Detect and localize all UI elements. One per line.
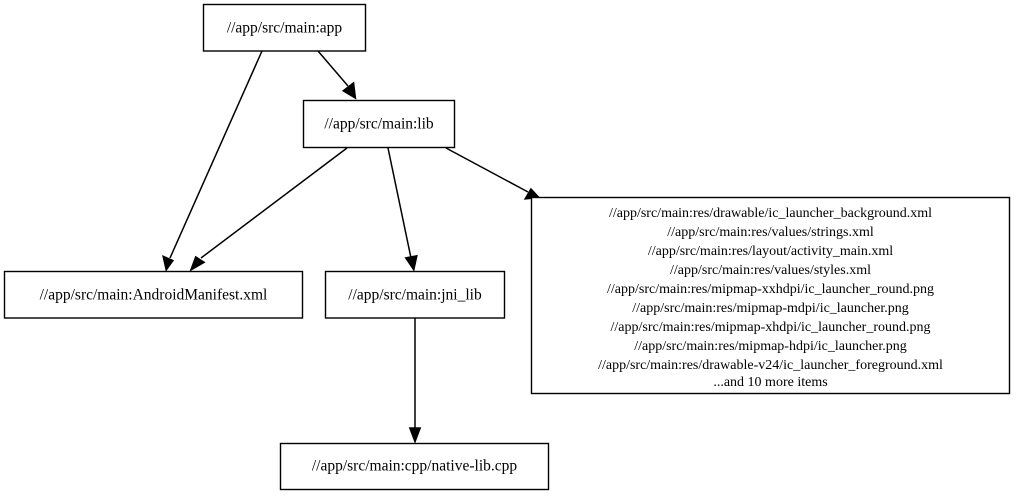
node-label: //app/src/main:cpp/native-lib.cpp [312, 458, 518, 475]
node-label: //app/src/main:jni_lib [348, 287, 482, 304]
resources-line: //app/src/main:res/mipmap-hdpi/ic_launch… [634, 339, 907, 354]
node-box[interactable] [3, 270, 304, 319]
node-label: //app/src/main:app [227, 20, 343, 37]
node-android-manifest[interactable]: //app/src/main:AndroidManifest.xml [3, 270, 304, 319]
arrowhead-icon [341, 81, 357, 100]
resources-line: //app/src/main:res/drawable/ic_launcher_… [609, 206, 932, 221]
resources-line: //app/src/main:res/values/strings.xml [667, 225, 874, 240]
resources-more-items: ...and 10 more items [713, 375, 827, 390]
edge-lib-to-manifest [189, 147, 348, 272]
resources-line: //app/src/main:res/drawable-v24/ic_launc… [598, 358, 943, 373]
arrowhead-icon [404, 254, 418, 272]
arrowhead-icon [189, 255, 206, 272]
resources-line: //app/src/main:res/layout/activity_main.… [648, 244, 893, 259]
resources-line: //app/src/main:res/mipmap-xhdpi/ic_launc… [611, 320, 931, 335]
resources-line: //app/src/main:res/mipmap-xxhdpi/ic_laun… [607, 282, 934, 297]
node-box[interactable] [202, 3, 367, 52]
resources-line: //app/src/main:res/mipmap-mdpi/ic_launch… [632, 301, 908, 316]
edge-lib-to-jni-lib [387, 147, 418, 272]
node-native-lib-cpp[interactable]: //app/src/main:cpp/native-lib.cpp [279, 442, 550, 491]
arrowhead-icon [408, 427, 422, 444]
node-app[interactable]: //app/src/main:app [202, 3, 367, 52]
edge-line [200, 147, 348, 259]
node-label: //app/src/main:lib [324, 116, 434, 133]
node-box[interactable] [279, 442, 550, 491]
edge-app-to-lib [317, 50, 357, 100]
node-jni-lib[interactable]: //app/src/main:jni_lib [324, 270, 506, 319]
edge-lib-to-resources [445, 147, 541, 200]
edge-line [387, 147, 412, 259]
node-box[interactable] [302, 99, 456, 149]
edge-app-to-manifest [162, 50, 263, 272]
edge-line [317, 50, 349, 87]
node-lib[interactable]: //app/src/main:lib [302, 99, 456, 149]
edge-line [169, 50, 263, 259]
node-box[interactable] [324, 270, 506, 319]
arrowhead-icon [162, 254, 175, 272]
resources-line: //app/src/main:res/values/styles.xml [670, 263, 871, 278]
node-box[interactable] [530, 196, 1011, 395]
edge-line [445, 147, 529, 193]
node-resources[interactable]: //app/src/main:res/drawable/ic_launcher_… [530, 196, 1011, 395]
edge-jni-lib-to-native-lib [408, 318, 422, 444]
node-label: //app/src/main:AndroidManifest.xml [40, 287, 268, 304]
